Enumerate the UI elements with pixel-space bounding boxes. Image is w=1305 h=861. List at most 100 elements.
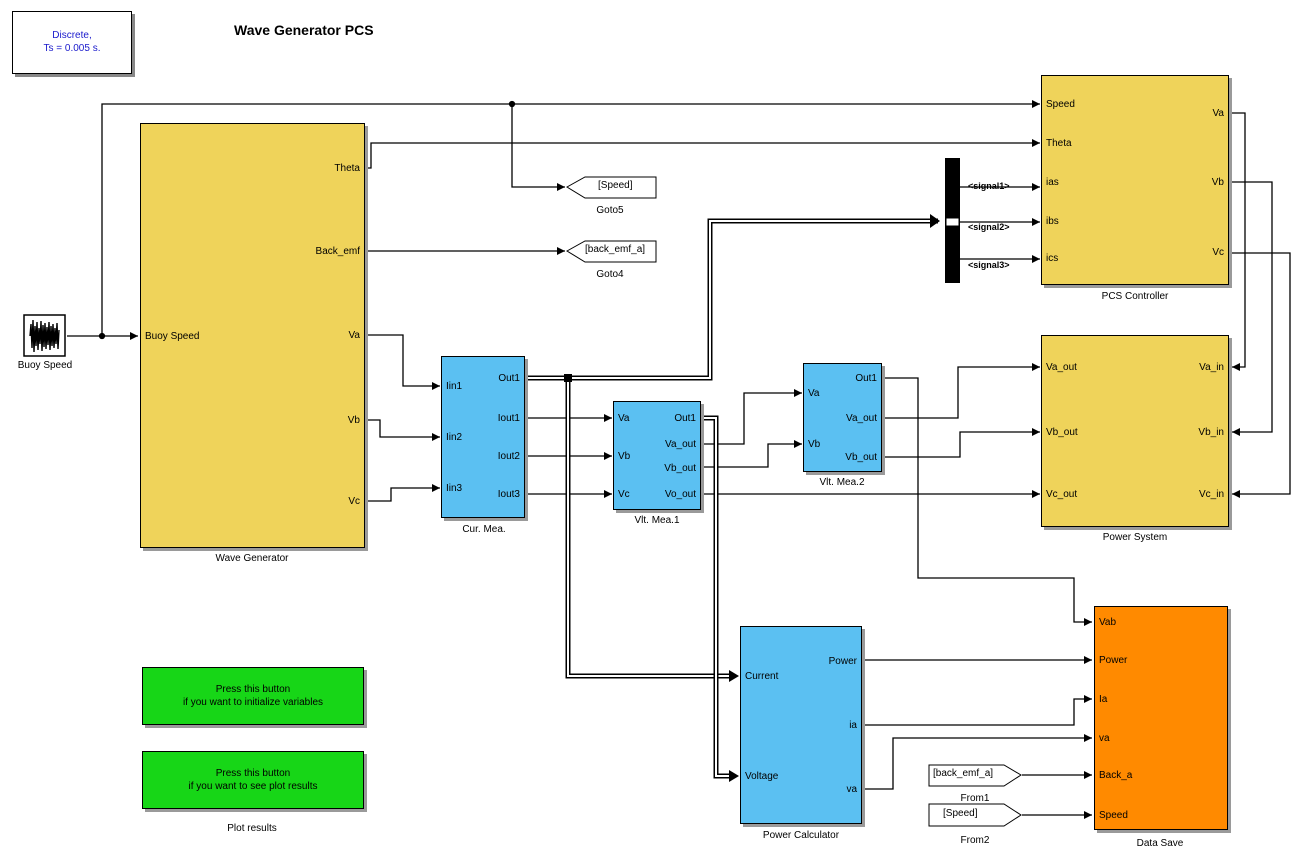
wave-generator-block[interactable]: Buoy Speed Theta Back_emf Va Vb Vc <box>140 123 365 548</box>
goto4-tag: [back_emf_a] <box>585 244 646 255</box>
wire-vm1-va <box>702 389 802 445</box>
port-ics: ics <box>1046 253 1059 264</box>
port-iin2: Iin2 <box>446 432 463 443</box>
port-va-out: Va_out <box>846 413 877 424</box>
wire-vab <box>883 377 1092 626</box>
powergui-solver-block[interactable]: Discrete, Ts = 0.005 s. <box>12 11 132 74</box>
plot-results-button[interactable]: Press this button if you want to see plo… <box>142 751 364 809</box>
port-va: va <box>1099 733 1110 744</box>
wire-vb-iin2 <box>366 419 440 441</box>
port-va-out: Va_out <box>1046 362 1077 373</box>
port-iin1: Iin1 <box>446 381 463 392</box>
port-back-a: Back_a <box>1099 770 1133 781</box>
port-theta: Theta <box>334 163 360 174</box>
plot-results-name: Plot results <box>227 823 277 834</box>
port-vo-out: Vo_out <box>664 489 696 500</box>
port-buoy-speed: Buoy Speed <box>145 331 200 342</box>
port-theta: Theta <box>1046 138 1072 149</box>
vlt-mea2-name: Vlt. Mea.2 <box>819 477 865 488</box>
port-ias: ias <box>1046 177 1059 188</box>
port-vc: Vc <box>1212 247 1224 258</box>
port-speed: Speed <box>1099 810 1128 821</box>
wire-va-iin1 <box>366 334 440 390</box>
wire-vm1-vb <box>702 440 802 468</box>
port-vb: Vb <box>1211 177 1224 188</box>
from2-tag: [Speed] <box>943 808 978 819</box>
port-vb-in: Vb_in <box>1198 427 1224 438</box>
data-save-block[interactable]: Vab Power Ia va Back_a Speed <box>1094 606 1228 830</box>
port-va: Va <box>808 388 820 399</box>
port-va: Va <box>348 330 361 341</box>
port-vb: Vb <box>808 439 821 450</box>
wire-vm2-vb <box>883 428 1040 458</box>
goto5-tag: [Speed] <box>598 180 633 191</box>
port-iout2: Iout2 <box>497 451 520 462</box>
port-current: Current <box>745 671 779 682</box>
solver-line2: Ts = 0.005 s. <box>43 43 101 54</box>
solver-line1: Discrete, <box>52 30 92 41</box>
wire-buoy-to-pcs-speed <box>101 100 1040 336</box>
init-button-line1: Press this button <box>215 684 291 695</box>
port-speed: Speed <box>1046 99 1075 110</box>
init-button-line2: if you want to initialize variables <box>182 697 324 708</box>
init-variables-button[interactable]: Press this button if you want to initial… <box>142 667 364 725</box>
port-power: Power <box>1099 655 1128 666</box>
noise-waveform-icon <box>29 319 60 353</box>
pcs-controller-name: PCS Controller <box>1101 291 1169 302</box>
port-out1: Out1 <box>498 373 520 384</box>
cur-mea-name: Cur. Mea. <box>462 524 506 535</box>
from1-name: From1 <box>960 793 990 804</box>
page-title: Wave Generator PCS <box>234 22 374 38</box>
from1-shape[interactable] <box>928 764 1022 787</box>
vlt-mea2-block[interactable]: Va Vb Out1 Va_out Vb_out <box>803 363 882 472</box>
port-vb-out: Vb_out <box>845 452 877 463</box>
port-vc: Vc <box>618 489 630 500</box>
bus-signal2-label: <signal2> <box>968 222 1010 232</box>
from2-name: From2 <box>960 835 990 846</box>
goto4-name: Goto4 <box>596 269 624 280</box>
plot-button-line1: Press this button <box>215 768 291 779</box>
wire-vm2-va <box>883 363 1040 419</box>
wire-va-save <box>862 734 1092 790</box>
port-iout3: Iout3 <box>497 489 520 500</box>
vlt-mea1-block[interactable]: Va Vb Vc Out1 Va_out Vb_out Vo_out <box>613 401 701 510</box>
vlt-mea1-name: Vlt. Mea.1 <box>634 515 680 526</box>
port-vc: Vc <box>348 496 360 507</box>
port-iin3: Iin3 <box>446 483 463 494</box>
port-va-in: Va_in <box>1199 362 1224 373</box>
port-vb: Vb <box>347 415 360 426</box>
port-out1: Out1 <box>855 373 877 384</box>
port-vab: Vab <box>1099 617 1117 628</box>
power-calculator-name: Power Calculator <box>762 830 840 841</box>
power-calculator-block[interactable]: Current Voltage Power ia va <box>740 626 862 824</box>
port-back-emf: Back_emf <box>315 246 360 257</box>
port-va: va <box>846 784 857 795</box>
data-save-name: Data Save <box>1136 838 1184 849</box>
plot-button-line2: if you want to see plot results <box>188 781 318 792</box>
port-voltage: Voltage <box>745 771 779 782</box>
wire-ia <box>862 695 1092 726</box>
wire-pcs-va <box>1230 112 1246 371</box>
cur-mea-block[interactable]: Iin1 Iin2 Iin3 Out1 Iout1 Iout2 Iout3 <box>441 356 525 518</box>
bus-signal1-label: <signal1> <box>968 181 1010 191</box>
wire-vc-iin3 <box>366 484 440 502</box>
goto5-shape[interactable] <box>566 176 657 199</box>
port-vc-out: Vc_out <box>1046 489 1078 500</box>
wire-pcs-vc <box>1230 252 1291 498</box>
port-ia: ia <box>849 720 857 731</box>
from1-tag: [back_emf_a] <box>933 768 994 779</box>
port-power: Power <box>828 656 857 667</box>
wire-pcs-vb <box>1230 181 1273 436</box>
wire-to-goto5 <box>511 104 565 191</box>
port-vb: Vb <box>618 451 631 462</box>
from2-shape[interactable] <box>928 803 1022 827</box>
goto4-shape[interactable] <box>566 240 657 263</box>
buoy-speed-name: Buoy Speed <box>17 360 73 371</box>
power-system-block[interactable]: Va_out Vb_out Vc_out Va_in Vb_in Vc_in <box>1041 335 1229 527</box>
pcs-controller-block[interactable]: Speed Theta ias ibs ics Va Vb Vc <box>1041 75 1229 285</box>
port-vb-out: Vb_out <box>1046 427 1078 438</box>
buoy-speed-block[interactable] <box>23 314 66 357</box>
port-va: Va <box>1212 108 1225 119</box>
port-out1: Out1 <box>674 413 696 424</box>
